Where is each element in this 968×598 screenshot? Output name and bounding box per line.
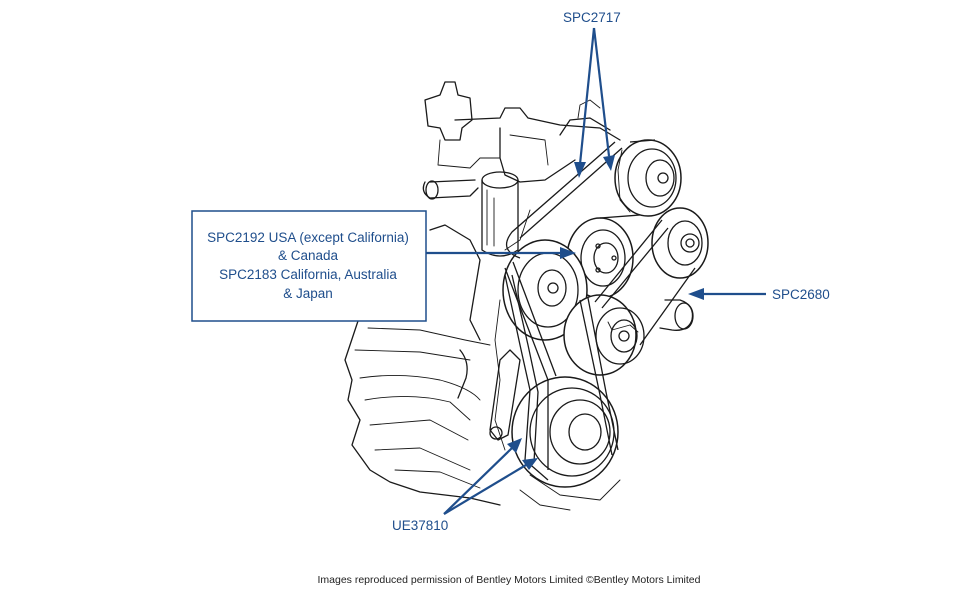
image-credit: Images reproduced permission of Bentley … bbox=[318, 574, 701, 586]
right-pulley bbox=[651, 207, 709, 331]
ue37810-arrow-right bbox=[443, 464, 527, 515]
callout-line-2: & Canada bbox=[278, 248, 339, 263]
pulleys bbox=[502, 139, 709, 488]
upper-right-pulley bbox=[614, 139, 682, 217]
centre-pulley bbox=[563, 294, 645, 376]
callout-arrows bbox=[426, 27, 766, 515]
spc2717-arrow-left bbox=[578, 27, 596, 165]
belts bbox=[504, 139, 696, 481]
callout-line-4: & Japan bbox=[283, 286, 333, 301]
label-spc2680: SPC2680 bbox=[772, 287, 830, 302]
crankshaft-pulley bbox=[511, 376, 619, 488]
callout-line-3: SPC2183 California, Australia bbox=[219, 267, 397, 282]
part-callout-box: SPC2192 USA (except California) & Canada… bbox=[191, 210, 427, 322]
label-spc2717: SPC2717 bbox=[563, 10, 621, 25]
callout-line-1: SPC2192 USA (except California) bbox=[207, 230, 409, 245]
ue37810-arrow-left bbox=[443, 447, 513, 515]
label-ue37810: UE37810 bbox=[392, 518, 448, 533]
spc2717-arrow-right bbox=[592, 27, 611, 157]
engine-block-drawing bbox=[344, 81, 621, 511]
